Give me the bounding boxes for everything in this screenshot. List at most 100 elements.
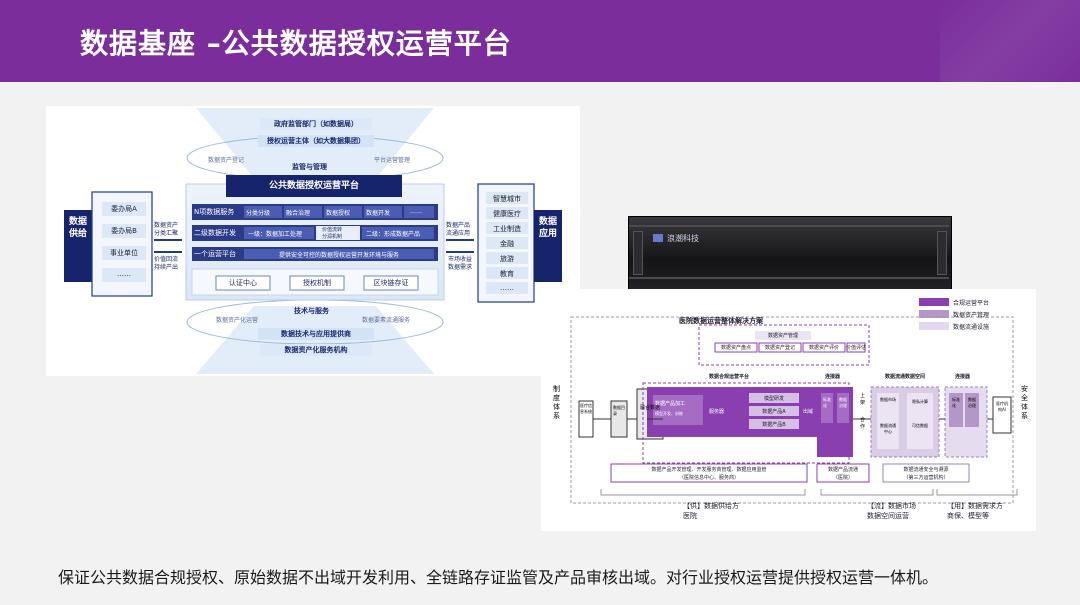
out-label: 出域 bbox=[803, 409, 814, 415]
slide-caption: 保证公共数据合规授权、原始数据不出域开发利用、全链路存证监管及产品审核出域。对行… bbox=[58, 568, 939, 587]
out-item: 模型研发 bbox=[763, 396, 784, 402]
app-arrow-top: 数据产品 流通应用 bbox=[446, 222, 471, 237]
bottom-item: 授权机制 bbox=[303, 279, 331, 287]
bottom-box-sub: （医院） bbox=[832, 475, 853, 481]
layer1-item: 数据授权 bbox=[326, 210, 351, 217]
supply-item: 委办局A bbox=[111, 205, 137, 213]
supply-arrow-top: 数据资产 分类汇聚 bbox=[154, 222, 179, 237]
supply-item: 委办局B bbox=[111, 227, 137, 235]
out-item: 数据产品B bbox=[762, 422, 786, 428]
layer2-label: 二级数据开发 bbox=[194, 229, 236, 237]
layer2-mid-top: 价值流转 bbox=[322, 227, 343, 233]
bottom-box-sub: （第三方运营机构） bbox=[903, 475, 949, 481]
supervise-label: 监管与管理 bbox=[292, 163, 327, 171]
app-item: 健康医疗 bbox=[493, 210, 521, 218]
app-item: 智慧城市 bbox=[493, 195, 521, 203]
product-proc-label: 数据产品加工 bbox=[655, 401, 686, 407]
layer1-item: …… bbox=[410, 208, 422, 215]
right-diagram bbox=[570, 298, 1018, 504]
ring-left-label: 数据资产登记 bbox=[208, 157, 245, 164]
platform-title: 公共数据授权运营平台 bbox=[268, 181, 359, 191]
server-appliance-image: 浪潮科技 bbox=[628, 216, 952, 290]
left-side-label: 制度体系 bbox=[553, 385, 560, 420]
slide-title: 数据基座 –公共数据授权运营平台 bbox=[80, 27, 512, 60]
bottom-box: 数据产品流通 bbox=[827, 467, 858, 473]
flow-item: 数据流通中心 bbox=[880, 423, 896, 434]
server-brand: 浪潮科技 bbox=[667, 234, 699, 243]
product-proc-sub: 模型开发、训练 bbox=[655, 411, 683, 416]
app-side-label: 数据应用 bbox=[539, 217, 558, 239]
layer1-item: 分类分级 bbox=[246, 210, 271, 217]
conn-item: 标准化 bbox=[823, 397, 831, 408]
bottom-item: 认证中心 bbox=[229, 279, 257, 287]
bottom-item: 区块链存证 bbox=[373, 279, 409, 287]
zone-label: 连接器 bbox=[825, 374, 841, 380]
catalog-label: 数据目录 bbox=[613, 405, 625, 416]
layer2-mid-bot: 分润机制 bbox=[322, 234, 343, 240]
ring-bl-label: 数据资产化运营 bbox=[216, 317, 259, 324]
layer1-item: 数据开发 bbox=[366, 210, 391, 217]
ring-right-label: 平台运营管理 bbox=[374, 157, 411, 164]
tech-label: 技术与服务 bbox=[294, 307, 329, 315]
fuse-label: 融合数据 bbox=[639, 405, 660, 411]
sec-item: 可信数据 bbox=[912, 423, 928, 428]
conn-right-item: 上架 bbox=[860, 393, 866, 406]
footer-flow: 【流】数据市场 bbox=[867, 502, 916, 510]
bottom-asset-label: 数据资产化服务机构 bbox=[284, 346, 348, 354]
supply-item: 事业单位 bbox=[110, 249, 138, 257]
right-side-label: 安全体系 bbox=[1021, 385, 1028, 420]
layer1-label: N项数据服务 bbox=[194, 208, 235, 216]
source-label: 医疗信息系统 bbox=[580, 403, 592, 414]
mgmt-item: 数据资产评价 bbox=[808, 345, 839, 351]
zone-label: 数据流通数据空间 bbox=[885, 374, 926, 380]
right-diagram-title: 医院数据运营整体解决方案 bbox=[679, 317, 763, 325]
layer1-item: 融合治理 bbox=[286, 210, 311, 217]
zone-label: 连接器 bbox=[955, 374, 971, 380]
app-arrow-bot: 市场收益 数据需求 bbox=[448, 256, 473, 271]
mgmt-item: 价值评估 bbox=[845, 345, 866, 351]
gov-label: 政府监管部门（如数据局） bbox=[274, 120, 358, 128]
legend-item: 数据流通设施 bbox=[953, 324, 990, 331]
left-diagram-panel: 政府监管部门（如数据局） 授权运营主体（如大数据集团） 数据资产登记 平台运营管… bbox=[46, 106, 580, 376]
footer-flow-sub: 数据空间运营 bbox=[867, 512, 909, 520]
app-item: …… bbox=[500, 284, 514, 292]
bottom-box-sub: （医院信息中心、服务商） bbox=[678, 475, 739, 481]
footer-use-sub: 商保、模型等 bbox=[947, 512, 989, 520]
conn2-item: 标准化 bbox=[952, 397, 960, 408]
consumer-label: 医疗机构AI bbox=[996, 401, 1008, 412]
server-logo-icon bbox=[653, 234, 663, 242]
bottom-box: 数据产品开发管理、开发服务商管理、数据应用监管 bbox=[651, 467, 767, 473]
supply-arrow-bot: 价值回流 持续产出 bbox=[154, 256, 179, 271]
mgmt-item: 数据资产登记 bbox=[764, 345, 795, 351]
bottom-box: 数据流通安全与溯源 bbox=[903, 467, 949, 473]
app-item: 工业制造 bbox=[493, 225, 521, 233]
layer2-a: 一级：数据加工处理 bbox=[248, 231, 303, 238]
legend-item: 数据资产管理 bbox=[953, 312, 990, 319]
ring-br-label: 数据要素流通服务 bbox=[362, 317, 411, 324]
slide-header: 数据基座 –公共数据授权运营平台 bbox=[0, 0, 1080, 82]
service-label: 服务器 bbox=[709, 409, 725, 415]
app-item: 旅游 bbox=[500, 255, 514, 263]
legend-item: 合规运营平台 bbox=[953, 300, 990, 307]
sec-item: 隐私计算 bbox=[912, 399, 928, 404]
app-item: 金融 bbox=[500, 240, 514, 248]
layer3-label: 一个运营平台 bbox=[194, 250, 236, 258]
zone-label: 数据合规运营平台 bbox=[709, 374, 750, 380]
bottom-tech-label: 数据技术与应用提供商 bbox=[281, 330, 351, 338]
right-diagram-panel: 合规运营平台 数据资产管理 数据流通设施 医院数据运营整体解决方案 数据资产管理… bbox=[541, 289, 1036, 531]
layer3-text: 提供安全可控的数据授权运营开发环境与服务 bbox=[278, 252, 399, 259]
footer-use: 【用】数据需求方 bbox=[947, 502, 1003, 510]
header-decoration bbox=[940, 0, 1080, 82]
conn-right-item: 合作 bbox=[860, 417, 866, 430]
supply-side-label: 数据供给 bbox=[69, 217, 88, 239]
mgmt-item: 数据资产盘点 bbox=[720, 345, 751, 351]
supply-item: …… bbox=[117, 270, 131, 278]
mgmt-header: 数据资产管理 bbox=[767, 333, 798, 339]
footer-supply-sub: 医院 bbox=[683, 512, 697, 520]
out-item: 数据产品A bbox=[762, 409, 786, 415]
auth-label: 授权运营主体（如大数据集团） bbox=[267, 137, 365, 145]
conn2-item: 数据治理 bbox=[968, 397, 976, 408]
flow-item: 数据市场 bbox=[880, 397, 896, 402]
conn-item: 数据治理 bbox=[839, 397, 847, 408]
layer2-b: 二级：形成数据产品 bbox=[366, 231, 421, 238]
